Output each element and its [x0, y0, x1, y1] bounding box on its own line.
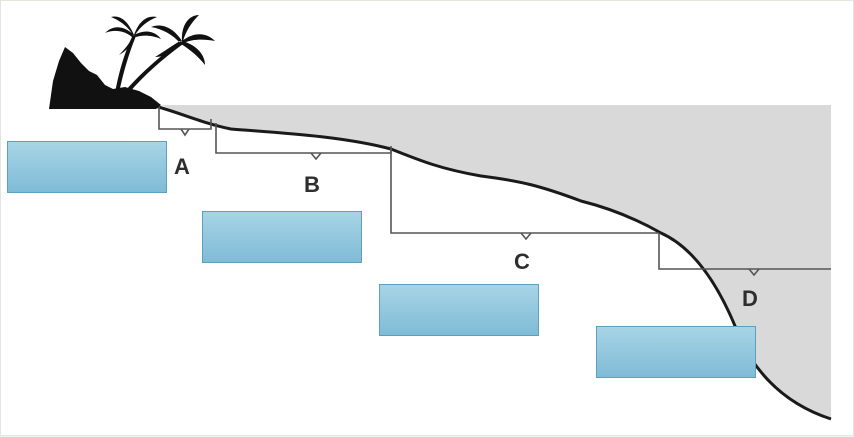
bracket-d [658, 233, 831, 270]
answer-box-c[interactable] [379, 284, 539, 336]
island-icon [49, 15, 215, 109]
bracket-d-tick [748, 268, 760, 277]
bracket-a [158, 105, 212, 130]
answer-box-a[interactable] [7, 141, 167, 193]
palm-trunk-1 [115, 35, 136, 93]
palm-trunk-2 [125, 41, 183, 93]
ocean-water [161, 105, 831, 419]
zone-label-a: A [174, 154, 190, 179]
answer-box-d[interactable] [596, 326, 756, 378]
island-rock [49, 47, 161, 109]
bracket-c-tick [520, 232, 532, 241]
bracket-b-tick [310, 152, 322, 161]
zone-label-d: D [742, 286, 758, 311]
zone-brackets [158, 105, 831, 277]
answer-box-b[interactable] [202, 211, 362, 263]
zone-label-b: B [304, 172, 320, 197]
bracket-c [390, 149, 659, 234]
bracket-a-tick [180, 128, 190, 137]
zone-label-c: C [514, 249, 530, 274]
palm-fronds-1 [105, 16, 161, 55]
palm-fronds-2 [151, 15, 215, 65]
